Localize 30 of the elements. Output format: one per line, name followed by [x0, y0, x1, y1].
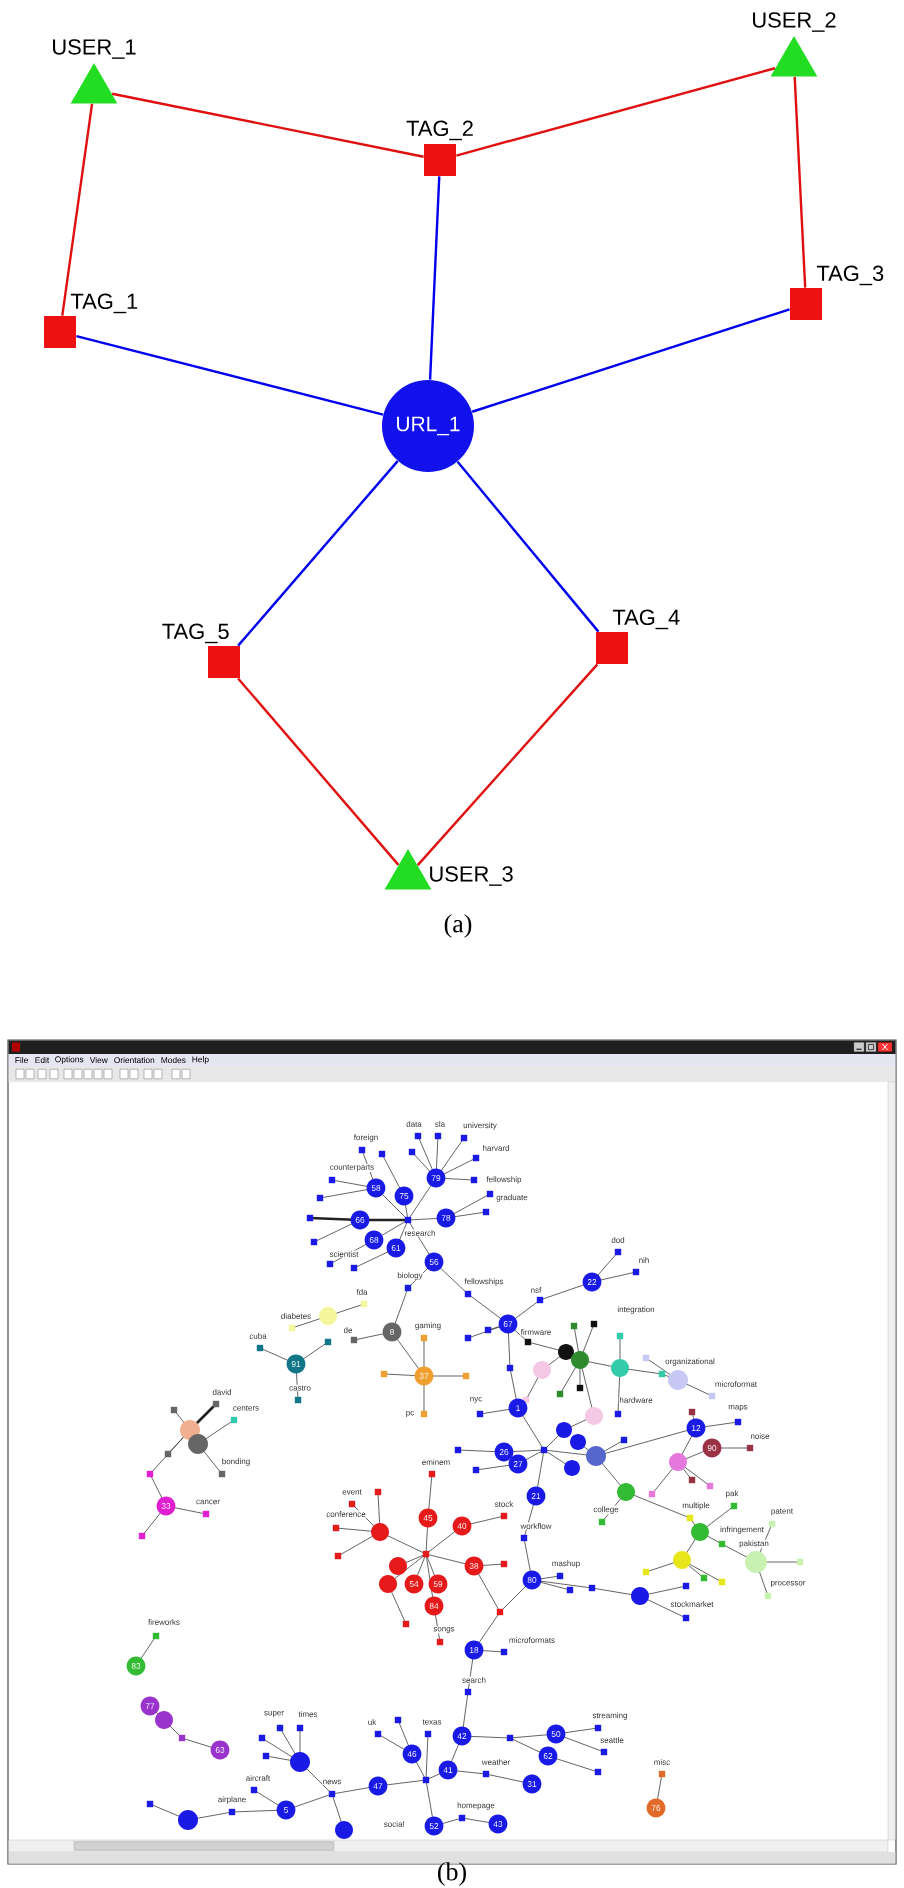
connector-line: [471, 308, 790, 413]
connector-line: [237, 460, 399, 647]
square-node: TAG_2: [406, 120, 473, 176]
square-node: TAG_1: [44, 293, 138, 348]
connector-line: [456, 460, 600, 633]
connector-line: [793, 76, 807, 288]
node-label: TAG_2: [406, 120, 473, 141]
connector-line: [428, 176, 441, 380]
node-label: USER_2: [753, 12, 836, 32]
connector-line: [237, 677, 400, 866]
node-label: TAG_3: [816, 265, 884, 286]
square-node: TAG_4: [596, 609, 680, 664]
square-node: TAG_5: [162, 623, 240, 678]
node-label: TAG_1: [70, 293, 138, 314]
square-node: TAG_3: [790, 265, 884, 320]
triangle-node: USER_1: [53, 39, 136, 104]
triangle-node: USER_2: [753, 12, 836, 77]
connector-line: [416, 663, 599, 866]
circle-node: URL_1: [382, 380, 474, 472]
connector-line: [456, 67, 776, 157]
node-label: USER_3: [430, 866, 513, 886]
caption: (b): [438, 1862, 466, 1886]
connector-line: [111, 92, 424, 158]
node-label: TAG_5: [162, 623, 229, 644]
connector-line: [76, 335, 384, 416]
caption: (a): [444, 914, 472, 938]
triangle-node: USER_3: [384, 849, 513, 890]
node-label: TAG_4: [612, 609, 680, 630]
connector-line: [61, 103, 94, 316]
node-label: USER_1: [53, 39, 136, 59]
